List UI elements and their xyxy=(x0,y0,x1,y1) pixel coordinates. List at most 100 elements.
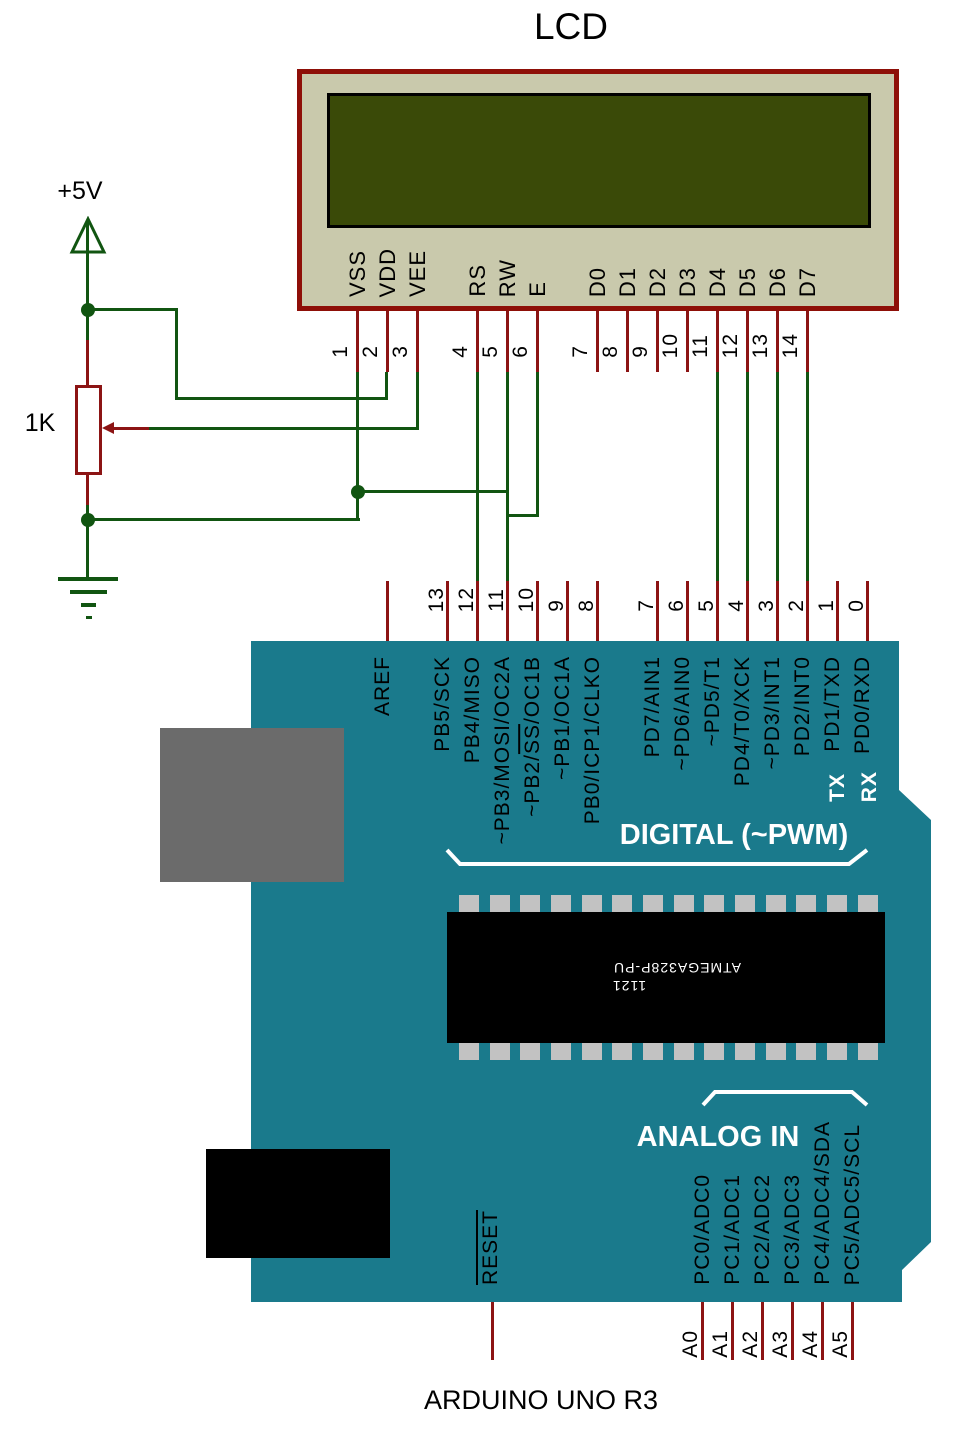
analog-pin-stub xyxy=(731,1302,734,1360)
lcd-pin-label: E xyxy=(525,281,550,297)
supply-label: +5V xyxy=(57,177,103,205)
board-caption: ARDUINO UNO R3 xyxy=(423,1385,659,1415)
digital-pin-stub xyxy=(536,581,539,641)
pot-bottom-lead xyxy=(86,475,89,507)
lcd-pin-label: D5 xyxy=(735,266,760,297)
digital-pin-stub xyxy=(776,581,779,641)
lcd-pin-stub xyxy=(746,311,749,372)
digital-pin-label: ~PD3/INT1 xyxy=(761,656,784,770)
chip-leg xyxy=(827,895,847,912)
ground-icon xyxy=(86,616,92,619)
wire-d7-to-d2 xyxy=(806,372,809,581)
pot-top-wire xyxy=(86,310,89,342)
lcd-pin-number: 7 xyxy=(569,345,592,358)
digital-pin-stub xyxy=(506,581,509,641)
digital-pin-stub xyxy=(686,581,689,641)
chip-leg xyxy=(735,895,755,912)
chip-leg xyxy=(551,895,571,912)
chip-leg xyxy=(612,1043,632,1060)
wire-e-jog xyxy=(536,372,539,517)
chip-leg xyxy=(520,895,540,912)
lcd-pin-stub xyxy=(716,311,719,372)
wire-rs-to-d12 xyxy=(476,372,479,581)
wire-d4-to-d5 xyxy=(716,372,719,581)
digital-pin-label: ~PD6/AIN0 xyxy=(671,656,694,771)
digital-pin-label: ~PB3/MOSI/OC2A xyxy=(491,656,514,845)
analog-pin-stub xyxy=(701,1302,704,1360)
lcd-pin-label: D4 xyxy=(705,266,730,297)
pot-top-lead xyxy=(86,340,89,386)
analog-pin-stub xyxy=(851,1302,854,1360)
aref-pin-stub xyxy=(386,581,389,641)
digital-pin-number: 10 xyxy=(515,586,538,612)
analog-pin-number: A5 xyxy=(829,1330,852,1358)
analog-pin-label: PC0/ADC0 xyxy=(691,1174,714,1285)
analog-pin-number: A3 xyxy=(769,1330,792,1358)
chip-leg xyxy=(827,1043,847,1060)
lcd-pin-label: RS xyxy=(465,264,490,297)
digital-pin-label: ~PB2/SS/OC1B xyxy=(521,656,544,817)
lcd-pin-number: 3 xyxy=(389,345,412,358)
digital-section-title: DIGITAL (~PWM) xyxy=(619,819,849,851)
chip-leg xyxy=(704,1043,724,1060)
lcd-pin-number: 6 xyxy=(509,345,532,358)
digital-pin-number: 1 xyxy=(815,599,838,612)
lcd-pin-stub xyxy=(806,311,809,372)
lcd-pin-number: 2 xyxy=(359,345,382,358)
digital-pin-label: PB0/ICP1/CLKO xyxy=(581,656,604,825)
chip-leg xyxy=(520,1043,540,1060)
lcd-pin-number: 5 xyxy=(479,345,502,358)
wire-gnd-to-vss xyxy=(86,518,360,521)
digital-bracket xyxy=(445,848,869,866)
analog-pin-label: PC4/ADC4/SDA xyxy=(811,1121,834,1285)
chip-leg xyxy=(612,895,632,912)
digital-pin-stub xyxy=(836,581,839,641)
digital-pin-label: PD1/TXD xyxy=(821,656,844,752)
analog-pin-label: PC3/ADC3 xyxy=(781,1174,804,1285)
digital-pin-label: PD0/RXD xyxy=(851,656,874,755)
lcd-pin-label: RW xyxy=(495,258,520,297)
lcd-pin-number: 4 xyxy=(449,345,472,358)
wire-5v-to-vdd xyxy=(175,308,178,400)
ground-icon xyxy=(58,577,118,581)
digital-pin-number: 0 xyxy=(845,599,868,612)
analog-pin-number: A0 xyxy=(679,1330,702,1358)
chip-leg xyxy=(551,1043,571,1060)
analog-pin-number: A4 xyxy=(799,1330,822,1358)
chip-leg xyxy=(674,895,694,912)
chip-leg xyxy=(459,1043,479,1060)
wire-to-ground xyxy=(86,520,89,579)
lcd-pin-stub xyxy=(416,311,419,372)
lcd-pin-label: D1 xyxy=(615,266,640,297)
analog-pin-number: A1 xyxy=(709,1330,732,1358)
chip-leg xyxy=(582,895,602,912)
digital-pin-number: 6 xyxy=(665,599,688,612)
wire-d5-to-d4 xyxy=(746,372,749,581)
wire-vee xyxy=(416,372,419,430)
analog-pin-stub xyxy=(821,1302,824,1360)
chip-leg xyxy=(704,895,724,912)
lcd-pin-number: 8 xyxy=(599,345,622,358)
chip-leg xyxy=(490,1043,510,1060)
chip-lot-number: 1121 xyxy=(611,978,647,994)
digital-pin-stub xyxy=(866,581,869,641)
lcd-pin-number: 12 xyxy=(719,332,742,358)
digital-pin-stub xyxy=(446,581,449,641)
digital-pin-number: 3 xyxy=(755,599,778,612)
wire-vss xyxy=(356,372,359,521)
lcd-pin-number: 1 xyxy=(329,345,352,358)
lcd-pin-stub xyxy=(656,311,659,372)
lcd-pin-label: VEE xyxy=(405,249,430,297)
ground-icon xyxy=(70,590,107,594)
lcd-pin-number: 13 xyxy=(749,332,772,358)
lcd-pin-label: D2 xyxy=(645,266,670,297)
lcd-pin-label: VSS xyxy=(345,249,370,297)
digital-pin-stub xyxy=(806,581,809,641)
analog-section-title: ANALOG IN xyxy=(636,1121,800,1153)
chip-leg xyxy=(674,1043,694,1060)
lcd-pin-number: 11 xyxy=(689,334,712,358)
lcd-pin-stub xyxy=(506,311,509,372)
tx-label: TX xyxy=(826,773,849,802)
chip-leg xyxy=(490,895,510,912)
